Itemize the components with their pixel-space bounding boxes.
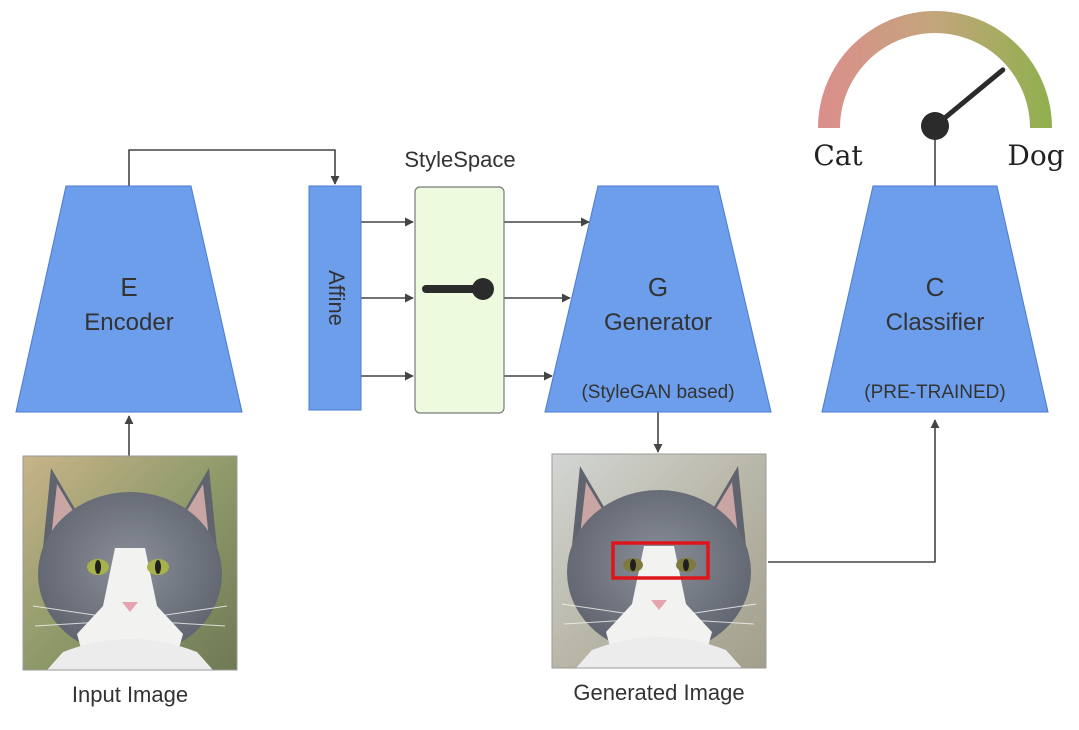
generated-cat-eyes (623, 558, 696, 572)
stylespace-slider[interactable] (422, 278, 494, 300)
generated-image: Generated Image (551, 453, 767, 705)
classifier-note: (PRE-TRAINED) (864, 382, 1005, 403)
gauge: Cat Dog (813, 11, 1065, 172)
classifier-block: C Classifier (PRE-TRAINED) (821, 185, 1049, 413)
classifier-letter: C (926, 272, 945, 302)
eye-highlight-box (611, 541, 710, 580)
gauge-label-cat: Cat (813, 139, 863, 172)
generator-letter: G (648, 272, 668, 302)
gauge-pivot (921, 112, 949, 140)
gauge-arc (818, 11, 1052, 128)
gauge-label-dog: Dog (1007, 139, 1064, 172)
generator-name: Generator (604, 309, 712, 336)
affine-block: Affine (308, 185, 362, 411)
generator-note: (StyleGAN based) (581, 382, 734, 403)
input-image: Input Image (22, 455, 238, 707)
connectors (124, 126, 940, 563)
arrow-encoder-to-affine (128, 149, 340, 186)
affine-label: Affine (324, 270, 349, 326)
stylespace-block: StyleSpace (404, 147, 516, 414)
classifier-name: Classifier (886, 309, 985, 336)
encoder-block: E Encoder (15, 185, 243, 413)
encoder-letter: E (120, 272, 137, 302)
input-cat-eyes (87, 559, 169, 575)
input-image-caption: Input Image (72, 682, 188, 707)
slider-knob[interactable] (472, 278, 494, 300)
stylespace-title: StyleSpace (404, 147, 515, 172)
arrow-image-to-classifier (768, 419, 940, 563)
generator-block: G Generator (StyleGAN based) (544, 185, 772, 413)
gauge-needle (932, 67, 1006, 129)
encoder-name: Encoder (84, 309, 173, 336)
generated-image-caption: Generated Image (573, 680, 744, 705)
